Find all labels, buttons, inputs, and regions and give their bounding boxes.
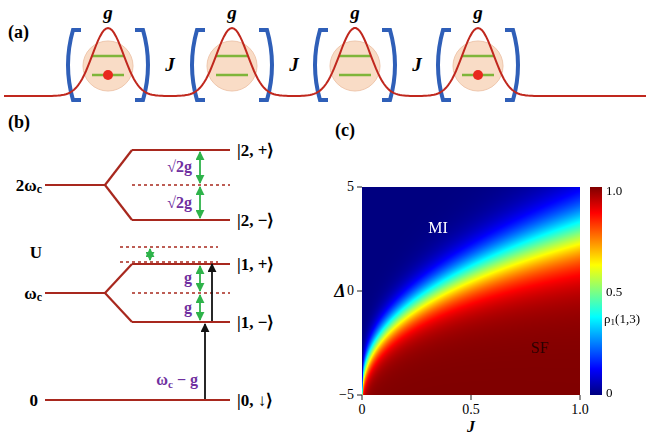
atom-excitation xyxy=(103,70,113,80)
plot-axes xyxy=(357,187,580,400)
state-label: |2, −⟩ xyxy=(237,212,274,229)
colorbar xyxy=(590,187,602,395)
axis-title: J xyxy=(467,419,475,435)
cavity-array xyxy=(68,30,518,100)
panel-label: (a) xyxy=(8,23,29,41)
tick-label: 5 xyxy=(347,180,354,194)
cavity-mode xyxy=(207,41,257,91)
atom-level xyxy=(92,55,124,58)
coupling-label: g xyxy=(103,3,113,22)
coupling-label: g xyxy=(227,3,237,22)
colorbar-tick: 0 xyxy=(606,386,613,399)
phase-label: SF xyxy=(531,340,549,356)
panel-label: (b) xyxy=(8,113,30,131)
splitting-label: √2g xyxy=(167,195,192,211)
splitting-label: g xyxy=(184,300,192,316)
hopping-label: J xyxy=(165,55,175,74)
atom-level xyxy=(216,55,248,58)
atom-excitation xyxy=(473,70,483,80)
tick-label: 0 xyxy=(359,403,366,417)
drive-label: ωc − g xyxy=(156,372,198,388)
hopping-label: J xyxy=(412,55,422,74)
coupling-label: g xyxy=(350,3,360,22)
atom-level xyxy=(216,74,248,77)
drive-arrows xyxy=(205,264,212,399)
cavity-mode xyxy=(453,41,503,91)
state-label: |0, ↓⟩ xyxy=(237,392,273,409)
splitting-label: g xyxy=(184,270,192,286)
panel-label: (c) xyxy=(335,121,355,139)
atom-level xyxy=(462,55,494,58)
cavity-mode xyxy=(330,41,380,91)
mode-profile xyxy=(4,28,646,96)
colorbar-tick: 0.5 xyxy=(606,285,622,298)
energy-label: 0 xyxy=(30,392,39,409)
splitting-label: √2g xyxy=(167,159,192,175)
state-label: |1, −⟩ xyxy=(237,314,274,331)
hopping-label: J xyxy=(289,55,299,74)
tick-label: 0.5 xyxy=(462,403,480,417)
energy-label: ωc xyxy=(24,285,42,302)
colorbar-title: ρ1(1,3) xyxy=(604,312,640,325)
cavity-mode xyxy=(83,41,133,91)
phase-diagram-heatmap xyxy=(362,187,580,395)
energy-label: 2ωc xyxy=(16,177,42,194)
energy-levels xyxy=(45,150,230,400)
atom-level xyxy=(339,74,371,77)
splitting-arrows xyxy=(150,152,200,320)
coupling-label: g xyxy=(473,3,483,22)
axis-title: Δ xyxy=(334,282,345,300)
tick-label: −5 xyxy=(339,388,354,402)
interaction-label: U xyxy=(30,244,42,261)
state-label: |1, +⟩ xyxy=(237,256,274,273)
atom-level xyxy=(339,55,371,58)
tick-label: 1.0 xyxy=(571,403,589,417)
state-label: |2, +⟩ xyxy=(237,142,274,159)
phase-label: MI xyxy=(428,220,448,236)
tick-label: 0 xyxy=(347,284,354,298)
colorbar-tick: 1.0 xyxy=(606,184,622,197)
